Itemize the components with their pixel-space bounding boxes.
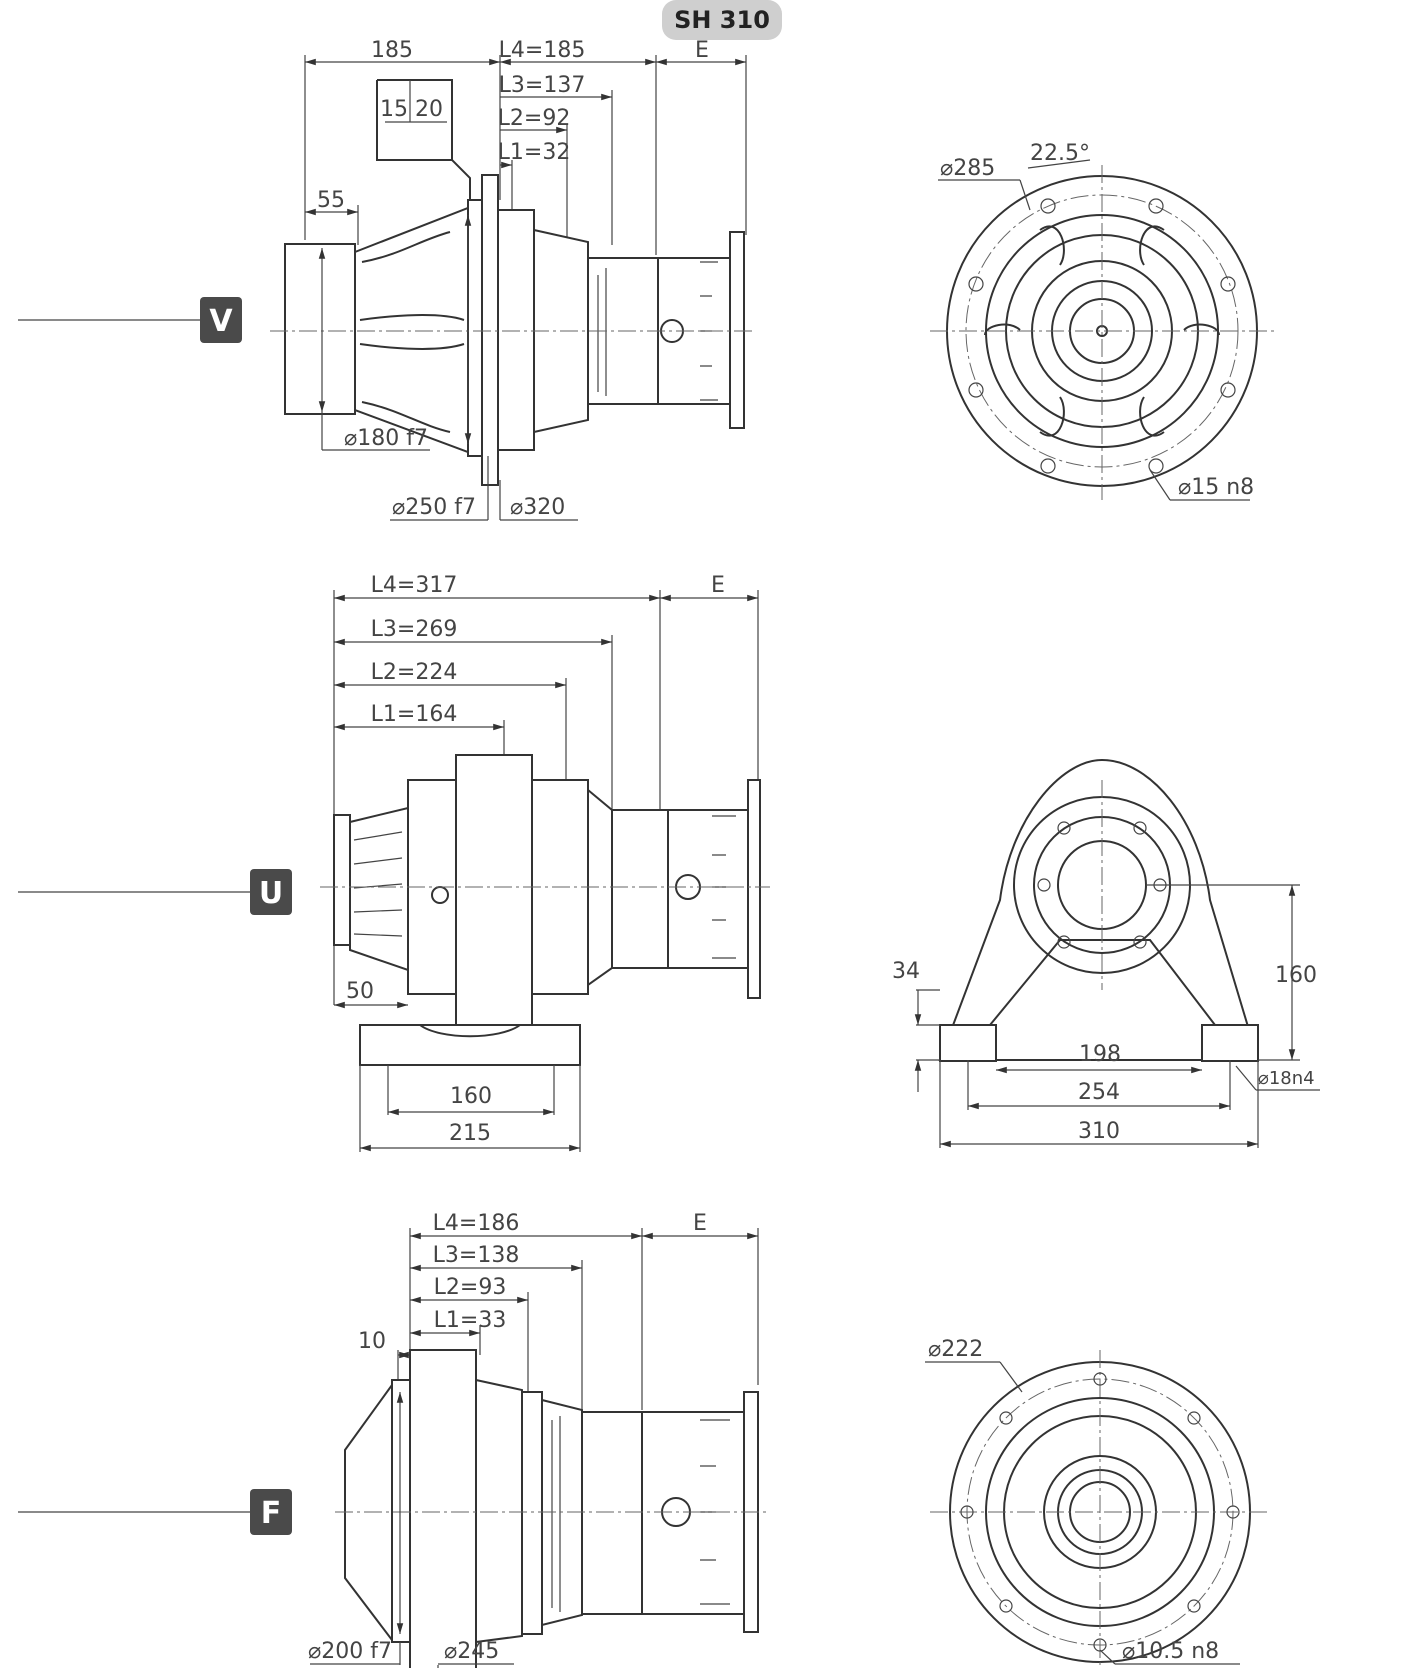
dim-f-e: E [693, 1211, 707, 1236]
dim-v-l1: L1=32 [498, 140, 571, 165]
dim-u-34: 34 [892, 959, 920, 984]
dim-u-50: 50 [346, 979, 374, 1004]
view-v-badge: V [200, 297, 242, 343]
view-f-end: ⌀222 ⌀10.5 n8 [925, 1337, 1270, 1668]
dim-u-e: E [711, 573, 725, 598]
dim-u-l4: L4=317 [371, 573, 458, 598]
dim-v-15: 15 [380, 97, 408, 122]
dim-v-angle: 22.5° [1030, 141, 1090, 166]
dim-f-l2: L2=93 [434, 1275, 507, 1300]
dim-f-d245: ⌀245 [444, 1639, 499, 1664]
dim-f-l1: L1=33 [434, 1308, 507, 1333]
dim-u-215: 215 [449, 1121, 491, 1146]
dim-u-l2: L2=224 [371, 660, 458, 685]
dim-v-d250: ⌀250 f7 [392, 495, 476, 520]
dim-u-d18: ⌀18n4 [1258, 1068, 1315, 1089]
dim-v-185: 185 [371, 38, 413, 63]
svg-text:SH 310: SH 310 [674, 6, 770, 34]
dim-v-20: 20 [415, 97, 443, 122]
dim-f-d105: ⌀10.5 n8 [1122, 1639, 1219, 1664]
dim-u-160: 160 [450, 1084, 492, 1109]
dim-u-310: 310 [1078, 1119, 1120, 1144]
dim-u-198: 198 [1079, 1042, 1121, 1067]
svg-text:U: U [259, 876, 283, 911]
dim-u-254: 254 [1078, 1080, 1120, 1105]
view-u: U L4=317 E L3=269 L2=224 L1=164 [18, 573, 1320, 1152]
dim-v-d285: ⌀285 [940, 156, 995, 181]
dim-f-d200: ⌀200 f7 [308, 1639, 392, 1664]
dim-v-d15: ⌀15 n8 [1178, 475, 1254, 500]
view-v-end: ⌀285 22.5° ⌀15 n8 [930, 141, 1275, 501]
view-u-end: 160 34 198 254 310 ⌀18n4 [892, 758, 1320, 1148]
model-badge: SH 310 [662, 0, 782, 40]
dim-v-e: E [695, 38, 709, 63]
dim-f-l3: L3=138 [433, 1243, 520, 1268]
dim-v-d180: ⌀180 f7 [344, 426, 428, 451]
dim-v-l2: L2=92 [498, 106, 571, 131]
dim-f-d222: ⌀222 [928, 1337, 983, 1362]
dim-u-l3: L3=269 [371, 617, 458, 642]
dim-f-l4: L4=186 [433, 1211, 520, 1236]
dim-u-l1: L1=164 [371, 702, 458, 727]
dim-v-l4: L4=185 [499, 38, 586, 63]
view-v: V 185 L4=185 E L3=137 L2=92 L1=32 55 15 … [18, 38, 1275, 521]
dim-u-160-end: 160 [1275, 963, 1317, 988]
dim-v-55: 55 [317, 188, 345, 213]
view-f: F L4=186 E L3=138 L2=93 L1=33 10 [18, 1211, 1270, 1668]
view-u-badge: U [250, 869, 292, 915]
dim-v-l3: L3=137 [499, 73, 586, 98]
svg-text:F: F [261, 1496, 282, 1531]
dim-f-10: 10 [358, 1329, 386, 1354]
view-f-badge: F [250, 1489, 292, 1535]
dim-v-d320: ⌀320 [510, 495, 565, 520]
svg-text:V: V [209, 304, 233, 339]
